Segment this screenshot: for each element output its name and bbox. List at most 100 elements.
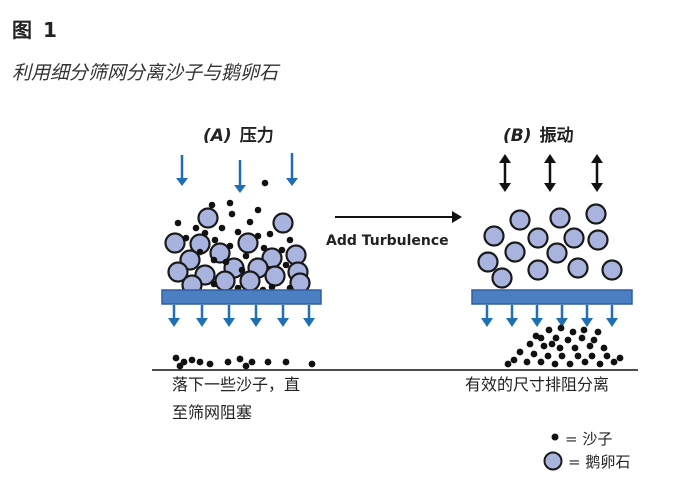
sand-grain bbox=[564, 336, 572, 344]
flow-arrowhead bbox=[606, 318, 618, 327]
sand-grain bbox=[588, 352, 596, 360]
sand-grain bbox=[552, 334, 560, 342]
sand-grain bbox=[254, 206, 262, 214]
panel-b-caption: 有效的尺寸排阻分离 bbox=[465, 371, 609, 399]
sand-grain bbox=[226, 242, 234, 250]
pebble bbox=[527, 259, 549, 281]
vibration-arrowhead-up bbox=[544, 154, 556, 163]
figure-title: 利用细分筛网分离沙子与鹅卵石 bbox=[12, 62, 279, 84]
panel-a-caption: 落下一些沙子，直 至筛网阻塞 bbox=[172, 371, 300, 427]
sand-grain bbox=[172, 354, 180, 362]
turbulence-arrow bbox=[335, 211, 462, 223]
sand-grain bbox=[578, 334, 586, 342]
flow-arrowhead bbox=[506, 318, 518, 327]
sand-grain bbox=[182, 234, 190, 242]
pebble bbox=[214, 270, 236, 292]
panel-b-letter: (B) bbox=[503, 126, 532, 146]
flow-arrowhead bbox=[250, 318, 262, 327]
sand-grain bbox=[201, 229, 209, 237]
sand-grain bbox=[603, 352, 611, 360]
sand-grain bbox=[282, 261, 290, 269]
sand-grain bbox=[188, 356, 196, 364]
sand-grain bbox=[616, 354, 624, 362]
sand-grain bbox=[196, 248, 204, 256]
pebble bbox=[239, 270, 261, 292]
pebble bbox=[527, 227, 549, 249]
sand-grain bbox=[571, 344, 579, 352]
sand-grain bbox=[510, 356, 518, 364]
pressure-arrowhead bbox=[286, 178, 298, 186]
sand-grain bbox=[600, 344, 608, 352]
pebble bbox=[587, 229, 609, 251]
vibration-arrowhead-down bbox=[591, 183, 603, 192]
sand-grain bbox=[218, 224, 226, 232]
sand-grain bbox=[238, 266, 246, 274]
vibration-arrowhead-up bbox=[499, 154, 511, 163]
panel-a-flow-arrows bbox=[168, 305, 315, 327]
sand-grain bbox=[246, 218, 254, 226]
sand-grain bbox=[266, 230, 274, 238]
panel-a-title: (A) 压力 bbox=[203, 121, 274, 146]
flow-arrowhead bbox=[581, 318, 593, 327]
sand-grain bbox=[551, 360, 559, 368]
pebble bbox=[477, 251, 499, 273]
sand-grain bbox=[210, 256, 218, 264]
sand-grain bbox=[286, 236, 294, 244]
flow-arrowhead bbox=[277, 318, 289, 327]
panel-b-name: 振动 bbox=[539, 126, 574, 146]
pebble bbox=[601, 259, 623, 281]
pebble bbox=[237, 232, 259, 254]
sand-grain bbox=[228, 210, 236, 218]
sand-grain bbox=[206, 360, 214, 368]
panel-b-vibration-arrows bbox=[499, 154, 603, 192]
panel-b-screen bbox=[471, 289, 633, 305]
sand-grain bbox=[526, 340, 534, 348]
sand-grain bbox=[569, 328, 577, 336]
panel-a-letter: (A) bbox=[203, 126, 232, 146]
sand-grain bbox=[242, 252, 250, 260]
pebble bbox=[264, 265, 286, 287]
pebble bbox=[483, 225, 505, 247]
sand-grain bbox=[242, 362, 250, 370]
pebble bbox=[491, 267, 513, 289]
sand-grain bbox=[594, 328, 602, 336]
sand-grain bbox=[532, 332, 540, 340]
panel-b-title: (B) 振动 bbox=[503, 121, 574, 146]
pebble bbox=[504, 241, 526, 263]
panel-a-fallen-sand bbox=[172, 354, 316, 370]
pebble bbox=[549, 207, 571, 229]
sand-grain bbox=[208, 201, 216, 209]
sand-grain bbox=[254, 232, 262, 240]
sand-grain bbox=[590, 336, 598, 344]
legend-sand-label: = 沙子 bbox=[565, 430, 613, 448]
sand-grain bbox=[176, 362, 184, 370]
sand-grain bbox=[548, 340, 556, 348]
sand-grain bbox=[224, 358, 232, 366]
pebble bbox=[272, 212, 294, 234]
panel-b-sand-pile bbox=[504, 324, 624, 368]
sand-grain bbox=[530, 350, 538, 358]
sand-grain bbox=[544, 352, 552, 360]
sand-grain bbox=[278, 246, 286, 254]
sand-grain bbox=[264, 358, 272, 366]
panel-a-caption-line-1: 落下一些沙子，直 bbox=[172, 375, 301, 394]
panel-a-name: 压力 bbox=[239, 126, 274, 146]
pebble bbox=[197, 207, 219, 229]
vibration-arrowhead-up bbox=[591, 154, 603, 163]
sand-grain bbox=[234, 228, 242, 236]
sand-grain bbox=[580, 326, 588, 334]
flow-arrowhead bbox=[303, 318, 315, 327]
sand-grain bbox=[557, 324, 565, 332]
legend-sand-symbol bbox=[551, 433, 559, 441]
panel-a-caption-line-2: 至筛网阻塞 bbox=[172, 403, 253, 422]
panel-a-pile bbox=[164, 179, 311, 296]
sand-grain bbox=[261, 179, 269, 187]
sand-grain bbox=[523, 358, 531, 366]
sand-grain bbox=[282, 358, 290, 366]
flow-arrowhead bbox=[531, 318, 543, 327]
pebble bbox=[563, 227, 585, 249]
pebble bbox=[567, 257, 589, 279]
pebble bbox=[164, 232, 186, 254]
sand-grain bbox=[516, 348, 524, 356]
